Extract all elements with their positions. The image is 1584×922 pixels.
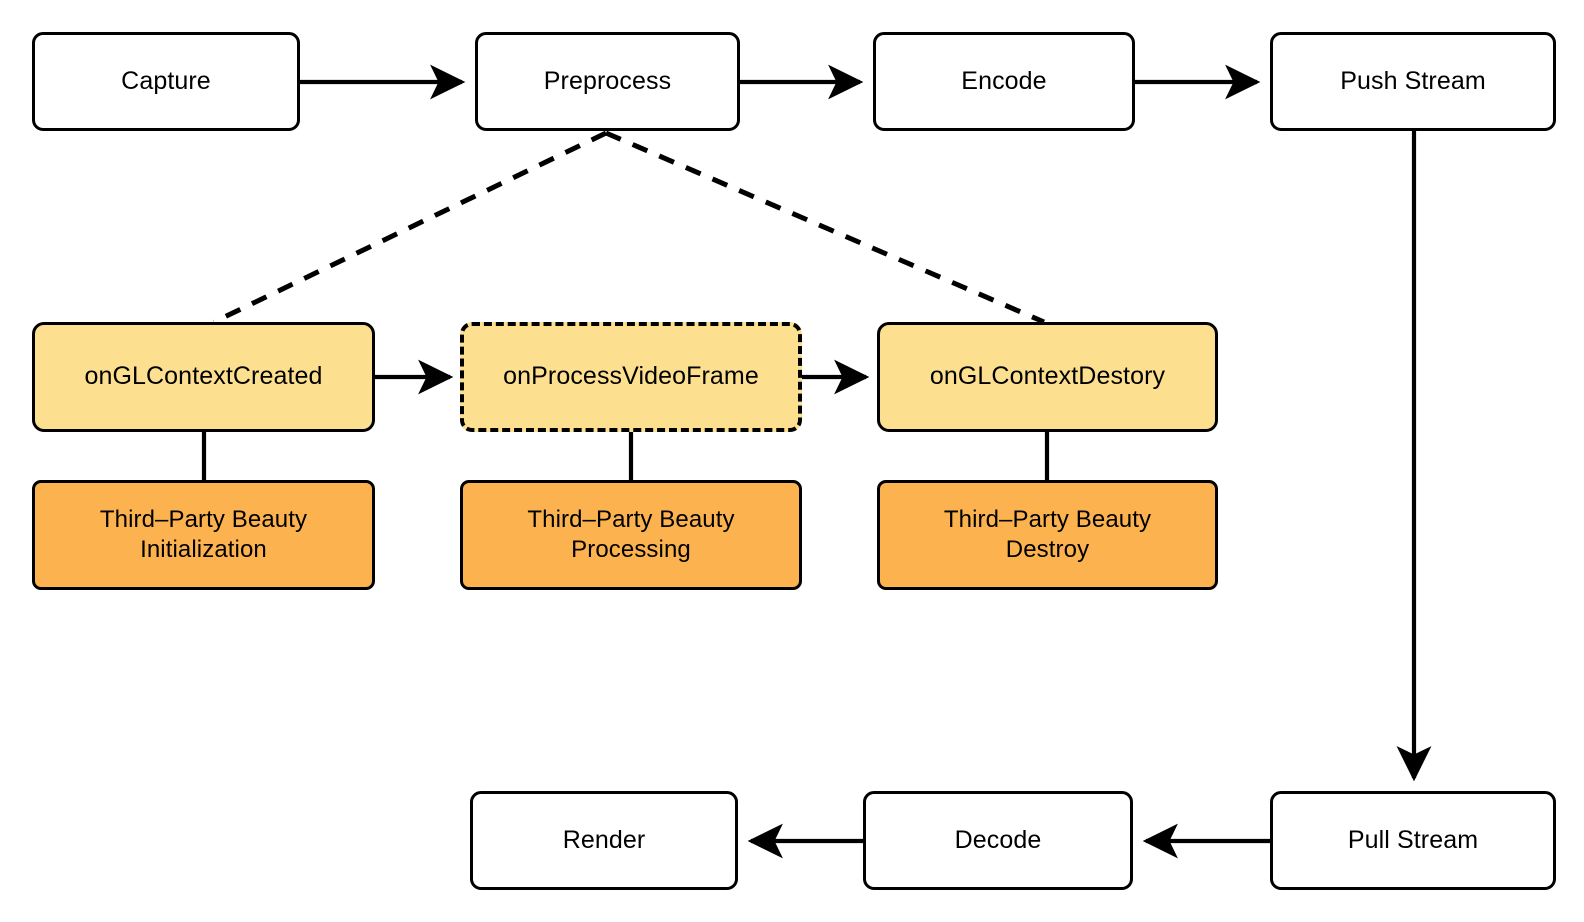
node-render[interactable]: Render [470,791,738,890]
node-on-gl-context-created-label: onGLContextCreated [84,362,323,391]
node-third-party-beauty-initialization[interactable]: Third–Party Beauty Initialization [32,480,375,590]
node-capture[interactable]: Capture [32,32,300,131]
node-third-party-beauty-destroy-label: Third–Party Beauty Destroy [943,506,1152,563]
edge-preprocess-to-gl-destroy [605,130,1045,325]
node-third-party-beauty-destroy[interactable]: Third–Party Beauty Destroy [877,480,1218,590]
node-encode-label: Encode [961,66,1047,95]
node-third-party-beauty-processing[interactable]: Third–Party Beauty Processing [460,480,802,590]
node-push-stream-label: Push Stream [1340,66,1486,95]
node-on-gl-context-destory-label: onGLContextDestory [929,362,1166,391]
node-on-gl-context-destory[interactable]: onGLContextDestory [877,322,1218,432]
node-on-gl-context-created[interactable]: onGLContextCreated [32,322,375,432]
node-render-label: Render [562,825,646,854]
node-pull-stream[interactable]: Pull Stream [1270,791,1556,890]
node-third-party-beauty-processing-label: Third–Party Beauty Processing [527,506,735,563]
node-push-stream[interactable]: Push Stream [1270,32,1556,131]
node-on-process-video-frame[interactable]: onProcessVideoFrame [460,322,802,432]
edge-preprocess-to-gl-created [212,130,608,325]
node-preprocess-label: Preprocess [543,66,672,95]
node-third-party-beauty-initialization-label: Third–Party Beauty Initialization [99,506,308,563]
node-pull-stream-label: Pull Stream [1347,825,1479,854]
node-preprocess[interactable]: Preprocess [475,32,740,131]
node-on-process-video-frame-label: onProcessVideoFrame [503,362,759,391]
node-capture-label: Capture [121,66,211,95]
node-encode[interactable]: Encode [873,32,1135,131]
node-decode[interactable]: Decode [863,791,1133,890]
node-decode-label: Decode [954,825,1042,854]
